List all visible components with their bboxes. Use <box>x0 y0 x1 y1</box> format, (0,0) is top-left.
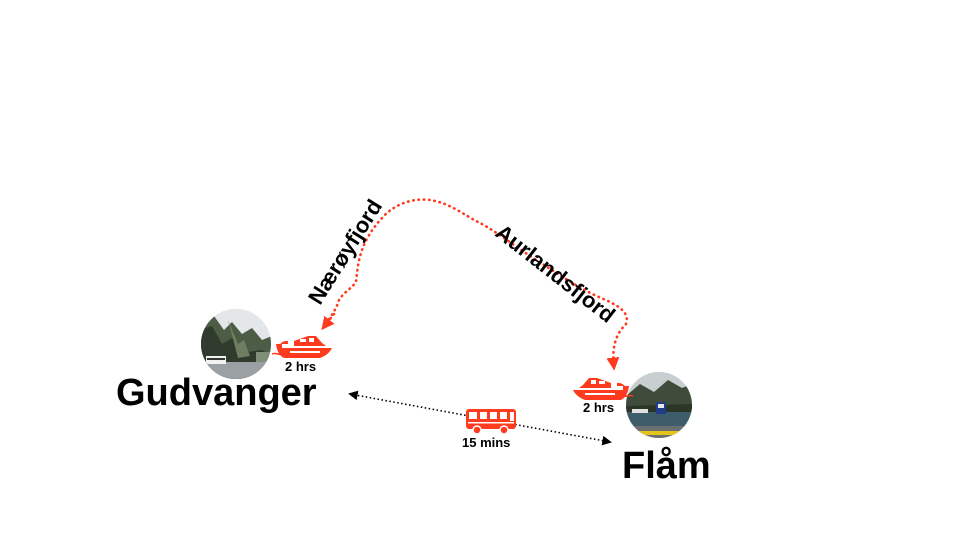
flam-label: Flåm <box>622 445 711 487</box>
aurlandsfjord-label: Aurlandsfjord <box>491 219 620 327</box>
ferry-route-line <box>321 198 629 371</box>
flam-ferry-time: 2 hrs <box>583 400 614 415</box>
ferry-route-start-arrow <box>321 312 336 331</box>
flam-photo <box>626 372 692 438</box>
bus-time: 15 mins <box>462 435 510 450</box>
gudvangen-label: Gudvanger <box>116 372 317 414</box>
gudvangen-photo <box>201 309 271 379</box>
gudvangen-ferry-time: 2 hrs <box>285 359 316 374</box>
bus-icon <box>466 409 516 435</box>
ferry-icon <box>573 378 634 400</box>
ferry-icon <box>271 336 332 358</box>
